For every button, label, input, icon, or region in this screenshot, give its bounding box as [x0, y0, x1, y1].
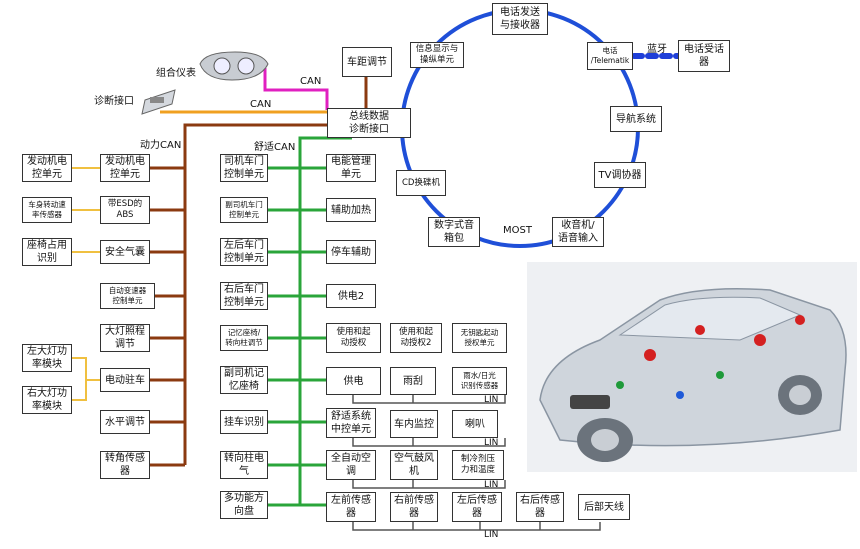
comfort-can-bus [298, 136, 352, 505]
left-light-box: 左大灯功 率模块 [22, 344, 72, 372]
wiper-box: 雨刮 [390, 367, 436, 395]
rr-sensor-box: 右后传感 器 [516, 492, 564, 522]
mf-wheel-box: 多功能方 向盘 [220, 491, 268, 519]
horn-box: 喇叭 [452, 410, 498, 438]
aux-heat-box: 辅助加热 [326, 198, 376, 222]
park-assist-box: 停车辅助 [326, 240, 376, 264]
power-box: 供电 [326, 367, 381, 395]
epb-box: 电动驻车 [100, 368, 150, 392]
engine-ecu-box: 发动机电 控单元 [100, 154, 150, 182]
steer-column-box: 转向柱电 气 [220, 451, 268, 479]
can-label-1: CAN [300, 76, 322, 87]
rear-antenna-box: 后部天线 [578, 494, 630, 520]
keyless-box: 无钥匙起动 授权单元 [452, 323, 507, 353]
instrument-cluster-image [199, 51, 269, 81]
phone-tx-box: 电话发送 与接收器 [492, 3, 548, 35]
cluster-label: 组合仪表 [156, 68, 196, 79]
refrigerant-sensor-box: 制冷剂压 力和温度 [452, 450, 504, 480]
diagnostic-port-image [141, 89, 176, 115]
transmission-box: 自动变速器 控制单元 [100, 283, 155, 309]
lin-lines [352, 395, 601, 531]
amp-box: 数字式音 箱包 [428, 217, 480, 247]
powertrain-can-bus [183, 123, 327, 465]
powertrain-stubs [150, 166, 185, 467]
energy-box: 电能管理 单元 [326, 154, 376, 182]
steer-angle-box: 转角传感 器 [100, 451, 150, 479]
gateway-box: 总线数据 诊断接口 [327, 108, 411, 138]
tv-box: TV调协器 [594, 162, 646, 188]
nav-box: 导航系统 [610, 106, 662, 132]
trailer-box: 挂车识别 [220, 410, 268, 434]
comfort-can-label: 舒适CAN [254, 142, 296, 153]
rf-sensor-box: 右前传感 器 [390, 492, 438, 522]
cd-box: CD换碟机 [396, 170, 446, 196]
speed-sensor-box: 车身转动速 率传感器 [22, 197, 72, 223]
power2-box: 供电2 [326, 284, 376, 308]
memory-seat-box: 记忆座椅/ 转向柱调节 [220, 325, 268, 351]
diag-port-label: 诊断接口 [94, 96, 134, 107]
radio-box: 收音机/ 语音输入 [552, 217, 604, 247]
climate-box: 全自动空 调 [326, 450, 376, 480]
abs-box: 带ESD的 ABS [100, 196, 150, 224]
engine-ecu-left-box: 发动机电 控单元 [22, 154, 72, 182]
driver-door-box: 司机车门 控制单元 [220, 154, 268, 182]
rain-sensor-box: 雨水/日光 识别传感器 [452, 367, 507, 395]
interior-monitor-box: 车内监控 [390, 410, 438, 438]
telematik-box: 电话 /Telematik [587, 42, 633, 70]
blower-box: 空气鼓风 机 [390, 450, 438, 480]
lf-sensor-box: 左前传感 器 [326, 492, 376, 522]
powertrain-can-label: 动力CAN [140, 140, 182, 151]
most-label: MOST [503, 225, 532, 236]
lin-label-3: LIN [484, 480, 499, 490]
level-box: 水平调节 [100, 410, 150, 434]
sub-links [72, 167, 100, 401]
seat-occupancy-box: 座椅占用 识别 [22, 238, 72, 266]
lr-sensor-box: 左后传感 器 [452, 492, 502, 522]
cluster-can-line [263, 68, 329, 110]
passenger-memory-seat-box: 副司机记 忆座椅 [220, 366, 268, 394]
lin-label-2: LIN [484, 438, 499, 448]
auth1-box: 使用和起 动授权 [326, 323, 381, 353]
airbag-box: 安全气囊 [100, 240, 150, 264]
lin-label-1: LIN [484, 395, 499, 405]
info-display-box: 信息显示与 操纵单元 [410, 42, 464, 68]
right-light-box: 右大灯功 率模块 [22, 386, 72, 414]
bluetooth-label: 蓝牙 [647, 44, 667, 55]
left-rear-door-box: 左后车门 控制单元 [220, 238, 268, 266]
acc-box: 车距调节 [342, 47, 392, 77]
car-cutaway-image [527, 262, 857, 472]
right-rear-door-box: 右后车门 控制单元 [220, 282, 268, 310]
phone-rx-box: 电话受话 器 [678, 40, 730, 72]
can-label-2: CAN [250, 99, 272, 110]
comfort-ecu-box: 舒适系统 中控单元 [326, 408, 376, 438]
lin-label-4: LIN [484, 530, 499, 540]
comfort-stubs [268, 166, 326, 507]
passenger-door-box: 副司机车门 控制单元 [220, 197, 268, 223]
headlamp-range-box: 大灯照程 调节 [100, 324, 150, 352]
auth2-box: 使用和起 动授权2 [390, 323, 442, 353]
